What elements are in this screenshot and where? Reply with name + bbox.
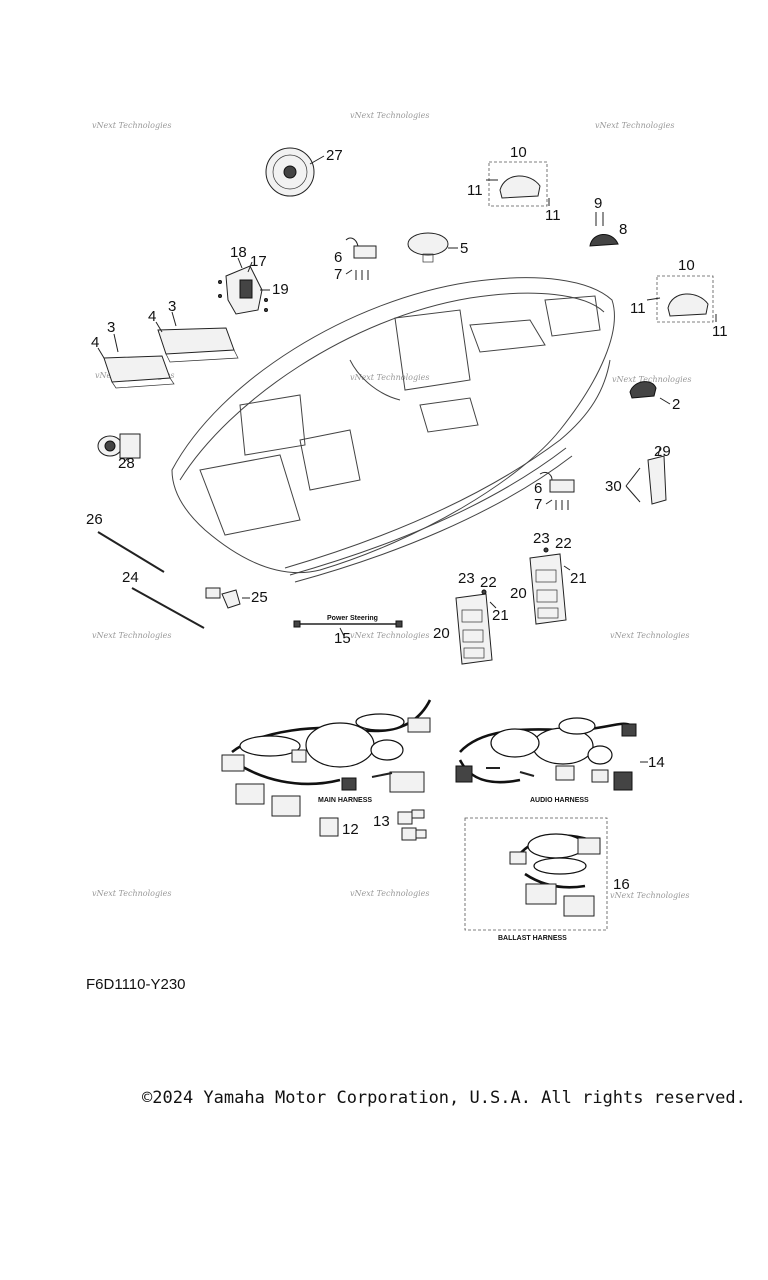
callout-5: 5 (460, 240, 468, 257)
part-switch-top: 6 7 (334, 237, 377, 283)
diagram-code: F6D1110-Y230 (86, 976, 186, 993)
callout-11: 11 (545, 207, 561, 224)
callout-2: 2 (672, 396, 680, 413)
callout-11: 11 (467, 182, 483, 199)
callout-21: 21 (492, 607, 509, 624)
watermark: vNext Technologies (92, 889, 171, 898)
watermark: vNext Technologies (350, 631, 429, 640)
callout-17: 17 (250, 253, 267, 270)
parts-diagram: vNext Technologies vNext Technologies vN… (86, 111, 728, 942)
part-light-assembly-right: 10 11 11 (630, 257, 728, 340)
part-plates: 3 3 4 4 (91, 298, 239, 389)
callout-29: 29 (654, 443, 671, 460)
watermark: vNext Technologies (610, 631, 689, 640)
part-light-cover: 9 8 (589, 195, 627, 247)
callout-14: 14 (648, 754, 665, 771)
callout-11: 11 (630, 300, 646, 317)
part-switch-right: 2 (629, 381, 680, 413)
part-cables: 26 24 (86, 511, 205, 629)
callout-10: 10 (510, 144, 527, 161)
part-speaker-grill: 27 (265, 147, 343, 197)
callout-28: 28 (118, 455, 135, 472)
callout-7: 7 (334, 266, 342, 283)
copyright-text: ©2024 Yamaha Motor Corporation, U.S.A. A… (142, 1088, 746, 1108)
callout-20: 20 (433, 625, 450, 642)
callout-18: 18 (230, 244, 247, 261)
callout-8: 8 (619, 221, 627, 238)
callout-6: 6 (334, 249, 342, 266)
callout-6: 6 (534, 480, 542, 497)
watermark: vNext Technologies (92, 631, 171, 640)
ballast-harness: 16 BALLAST HARNESS (464, 817, 630, 942)
part-relay: 12 (319, 817, 359, 838)
callout-4: 4 (148, 308, 156, 325)
callout-3: 3 (107, 319, 115, 336)
callout-20: 20 (510, 585, 527, 602)
audio-harness: 14 AUDIO HARNESS (455, 717, 665, 804)
ballast-harness-label: BALLAST HARNESS (498, 935, 567, 942)
watermark: vNext Technologies (92, 121, 171, 130)
callout-15: 15 (334, 630, 351, 647)
audio-harness-label: AUDIO HARNESS (530, 797, 589, 804)
part-connectors: 13 (373, 809, 427, 841)
callout-3: 3 (168, 298, 176, 315)
part-control-box-right: 20 23 22 21 (510, 530, 587, 625)
part-sensor: 25 (205, 587, 268, 609)
callout-23: 23 (458, 570, 475, 587)
callout-19: 19 (272, 281, 289, 298)
callout-4: 4 (91, 334, 99, 351)
boat-hull (171, 277, 615, 583)
part-control-box-left: 20 23 22 21 (433, 570, 509, 665)
callout-11: 11 (712, 323, 728, 340)
callout-23: 23 (533, 530, 550, 547)
main-harness: MAIN HARNESS (221, 699, 432, 817)
watermark: vNext Technologies (350, 373, 429, 382)
watermark: vNext Technologies (612, 375, 691, 384)
callout-27: 27 (326, 147, 343, 164)
power-steering-label: Power Steering (327, 615, 378, 622)
callout-22: 22 (555, 535, 572, 552)
watermark: vNext Technologies (350, 111, 429, 120)
part-socket: 28 (97, 433, 141, 472)
callout-10: 10 (678, 257, 695, 274)
callout-7: 7 (534, 496, 542, 513)
part-power-steering-harness: Power Steering 15 (293, 615, 403, 647)
part-light-assembly-top: 10 11 11 (467, 144, 561, 224)
callout-25: 25 (251, 589, 268, 606)
callout-9: 9 (594, 195, 602, 212)
watermark: vNext Technologies (610, 891, 689, 900)
callout-12: 12 (342, 821, 359, 838)
part-bracket-right: 29 30 (605, 443, 671, 505)
main-harness-label: MAIN HARNESS (318, 797, 372, 804)
callout-13: 13 (373, 813, 390, 830)
callout-16: 16 (613, 876, 630, 893)
callout-26: 26 (86, 511, 103, 528)
watermark: vNext Technologies (350, 889, 429, 898)
watermark: vNext Technologies (595, 121, 674, 130)
callout-21: 21 (570, 570, 587, 587)
part-cap: 5 (407, 232, 468, 263)
callout-30: 30 (605, 478, 622, 495)
callout-22: 22 (480, 574, 497, 591)
part-switch-bottom: 6 7 (534, 471, 575, 513)
part-bracket-assembly: 18 17 19 (218, 244, 289, 315)
callout-24: 24 (122, 569, 139, 586)
